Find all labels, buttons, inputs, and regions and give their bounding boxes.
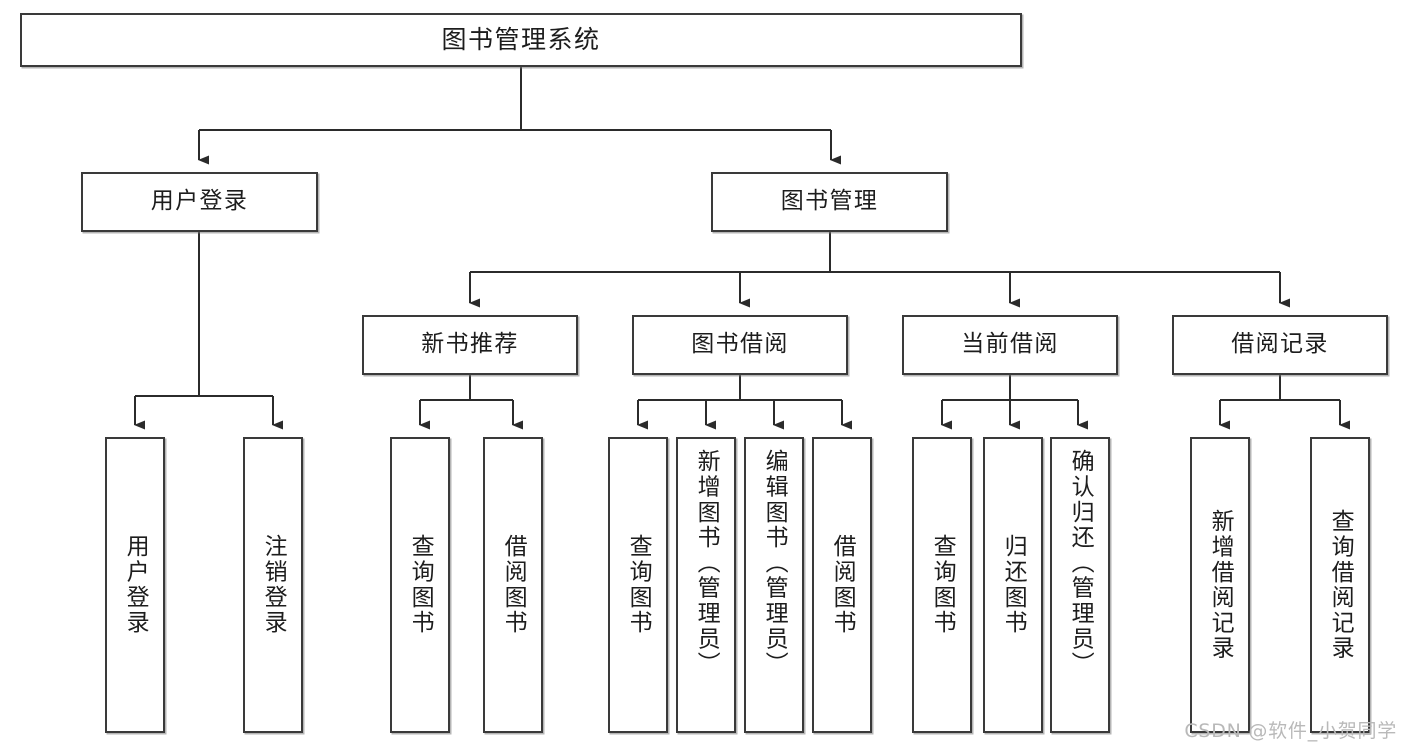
leaf-book-borrow-add-book-admin[interactable]: 新增图书（管理员）: [676, 437, 736, 733]
node-new-book-recommendation[interactable]: 新书推荐: [362, 315, 578, 375]
node-label: 图书管理: [780, 188, 879, 215]
node-user-login[interactable]: 用户登录: [81, 172, 318, 232]
node-label: 借阅图书: [500, 534, 527, 636]
node-label: 确认归还（管理员）: [1067, 449, 1094, 677]
leaf-borrow-record-query-record[interactable]: 查询借阅记录: [1310, 437, 1370, 733]
leaf-book-borrow-edit-book-admin[interactable]: 编辑图书（管理员）: [744, 437, 804, 733]
node-label: 用户登录: [122, 534, 149, 636]
node-label: 借阅记录: [1231, 331, 1329, 358]
csdn-watermark: CSDN @软件_小贺同学: [1184, 720, 1397, 742]
node-label: 编辑图书（管理员）: [761, 449, 788, 677]
node-label: 新书推荐: [421, 331, 519, 358]
node-label: 新增借阅记录: [1207, 509, 1234, 661]
leaf-book-borrow-borrow-books[interactable]: 借阅图书: [812, 437, 872, 733]
node-label: 查询图书: [407, 534, 434, 636]
node-label: 当前借阅: [961, 331, 1059, 358]
node-book-borrowing[interactable]: 图书借阅: [632, 315, 848, 375]
leaf-current-borrow-query-books[interactable]: 查询图书: [912, 437, 972, 733]
node-label: 查询图书: [929, 534, 956, 636]
leaf-user-login-signout[interactable]: 注销登录: [243, 437, 303, 733]
node-label: 图书借阅: [691, 331, 789, 358]
node-label: 查询借阅记录: [1327, 509, 1354, 661]
node-label: 归还图书: [1000, 534, 1027, 636]
node-book-management-system[interactable]: 图书管理系统: [20, 13, 1022, 67]
leaf-book-borrow-query-books[interactable]: 查询图书: [608, 437, 668, 733]
leaf-new-book-borrow-books[interactable]: 借阅图书: [483, 437, 543, 733]
node-book-management[interactable]: 图书管理: [711, 172, 948, 232]
node-label: 用户登录: [150, 188, 249, 215]
node-label: 借阅图书: [829, 534, 856, 636]
leaf-current-borrow-return-books[interactable]: 归还图书: [983, 437, 1043, 733]
node-label: 新增图书（管理员）: [693, 449, 720, 677]
leaf-borrow-record-add-record[interactable]: 新增借阅记录: [1190, 437, 1250, 733]
node-label: 查询图书: [625, 534, 652, 636]
node-label: 图书管理系统: [441, 25, 601, 55]
leaf-new-book-query-books[interactable]: 查询图书: [390, 437, 450, 733]
leaf-current-borrow-confirm-return-admin[interactable]: 确认归还（管理员）: [1050, 437, 1110, 733]
leaf-user-login-signin[interactable]: 用户登录: [105, 437, 165, 733]
node-current-borrowing[interactable]: 当前借阅: [902, 315, 1118, 375]
node-borrowing-records[interactable]: 借阅记录: [1172, 315, 1388, 375]
node-label: 注销登录: [260, 534, 287, 636]
